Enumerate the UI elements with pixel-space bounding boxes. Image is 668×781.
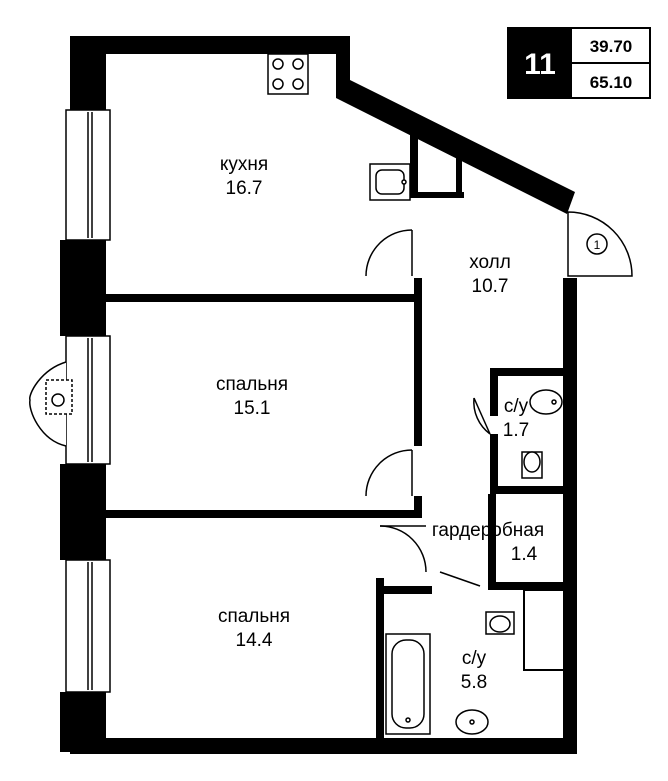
door-bedroom1 [365, 449, 413, 497]
fixtures [267, 53, 563, 735]
bathroom-name: с/у [462, 648, 487, 669]
bay-balcony [29, 361, 73, 447]
wardrobe-area: 1.4 [511, 544, 538, 565]
hall-area: 10.7 [472, 276, 509, 297]
kitchen-area: 16.7 [226, 178, 263, 199]
entry-marker-label: 1 [594, 238, 601, 252]
window-bedroom2 [65, 559, 111, 693]
windows [29, 109, 111, 693]
door-bedroom2 [379, 525, 427, 573]
bathroom-toilet-icon [485, 611, 515, 635]
door-entry [567, 211, 633, 277]
door-kitchen [365, 229, 413, 277]
bedroom1-name: спальня [216, 374, 288, 395]
bedroom2-name: спальня [218, 606, 290, 627]
bathroom-basin-icon [455, 709, 489, 735]
apartment-badge: 11 39.70 65.10 [507, 27, 651, 99]
wc-small-name: с/у [504, 396, 529, 417]
total-area-value: 65.10 [590, 73, 633, 92]
doors [365, 211, 633, 587]
bedroom2-area: 14.4 [236, 630, 273, 651]
bathroom-area: 5.8 [461, 672, 487, 693]
exterior-walls [60, 36, 577, 754]
kitchen-name: кухня [220, 154, 268, 175]
interior-walls [106, 128, 566, 744]
room-labels: кухня 16.7 холл 10.7 спальня 15.1 с/у 1.… [216, 154, 544, 693]
wc-small-toilet-icon [521, 451, 543, 479]
stove-icon [267, 53, 309, 95]
sink-icon [369, 163, 411, 201]
window-kitchen [65, 109, 111, 241]
apartment-number-box [508, 28, 572, 98]
window-bedroom1 [65, 335, 111, 465]
door-bathroom [439, 571, 481, 587]
hall-name: холл [469, 252, 511, 273]
bedroom1-area: 15.1 [234, 398, 271, 419]
door-wc-small [473, 397, 491, 435]
wardrobe-name: гардеробная [432, 520, 544, 541]
living-area-value: 39.70 [590, 37, 633, 56]
entry-marker: 1 [586, 233, 608, 255]
apartment-number: 11 [524, 48, 556, 81]
wc-small-basin-icon [529, 389, 563, 415]
wc-small-area: 1.7 [503, 420, 529, 441]
bathtub-icon [385, 633, 431, 735]
